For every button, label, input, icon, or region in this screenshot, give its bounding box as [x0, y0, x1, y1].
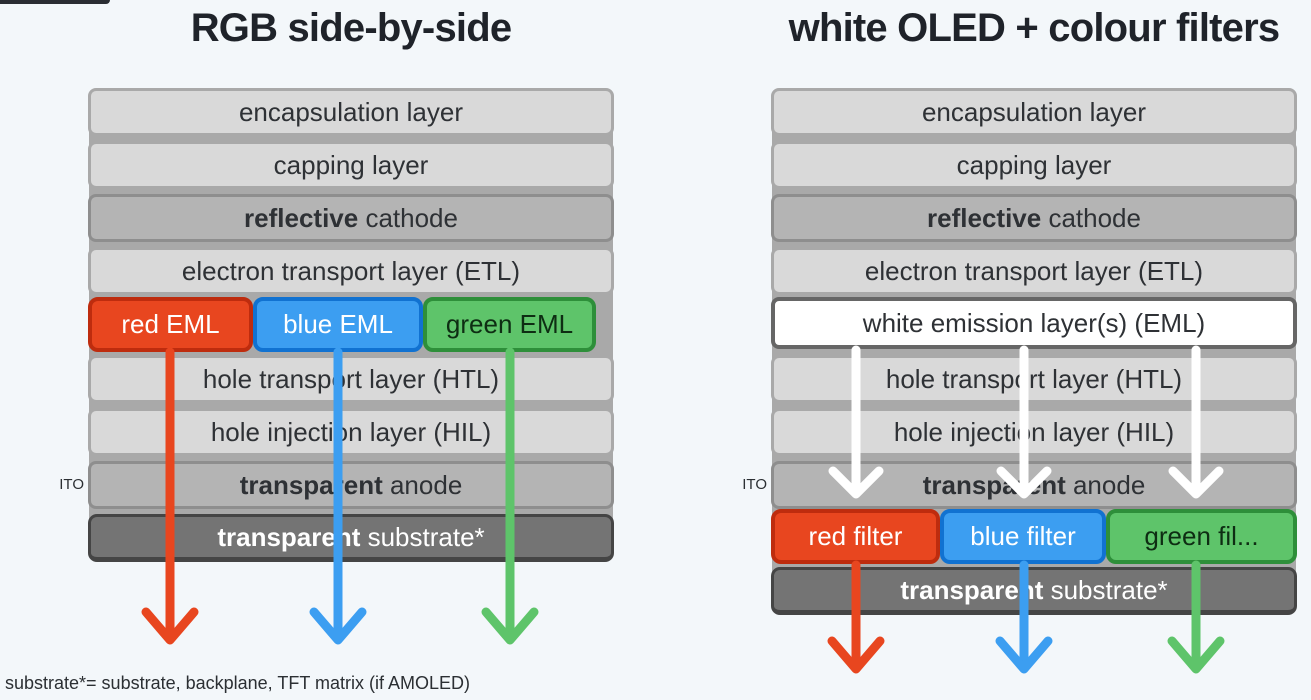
top-left-window-edge [0, 0, 110, 4]
white-oled-layer-stack: encapsulation layer capping layer reflec… [771, 88, 1297, 615]
substrate-footnote: substrate*= substrate, backplane, TFT ma… [5, 673, 471, 693]
green-filter-chip: green fil... [1106, 509, 1297, 564]
layer-hil: hole injection layer (HIL) [771, 408, 1297, 456]
blue-filter-chip: blue filter [940, 509, 1106, 564]
layer-htl: hole transport layer (HTL) [88, 355, 614, 403]
layer-transparent-substrate: transparent substrate* [88, 514, 614, 562]
rgb-layer-stack: encapsulation layer capping layer reflec… [88, 88, 614, 562]
rgb-side-by-side-diagram: RGB side-by-side encapsulation layer cap… [59, 0, 614, 700]
layer-transparent-anode: transparent anode [88, 461, 614, 509]
layer-encapsulation: encapsulation layer [88, 88, 614, 136]
layer-capping: capping layer [88, 141, 614, 189]
layer-reflective-cathode: reflective cathode [88, 194, 614, 242]
layer-white-eml: white emission layer(s) (EML) [771, 297, 1297, 349]
diagram-title-right: white OLED + colour filters [788, 6, 1281, 50]
layer-etl: electron transport layer (ETL) [771, 247, 1297, 295]
blue-eml-chip: blue EML [253, 297, 423, 352]
red-filter-chip: red filter [771, 509, 940, 564]
layer-htl: hole transport layer (HTL) [771, 355, 1297, 403]
red-eml-chip: red EML [88, 297, 253, 352]
layer-transparent-substrate: transparent substrate* [771, 567, 1297, 615]
layer-transparent-anode: transparent anode [771, 461, 1297, 509]
ito-label: ITO [59, 476, 84, 493]
layer-etl: electron transport layer (ETL) [88, 247, 614, 295]
layer-capping: capping layer [771, 141, 1297, 189]
green-eml-chip: green EML [423, 297, 596, 352]
layer-encapsulation: encapsulation layer [771, 88, 1297, 136]
layer-reflective-cathode: reflective cathode [771, 194, 1297, 242]
white-oled-colour-filters-diagram: white OLED + colour filters encapsulatio… [742, 0, 1297, 700]
ito-label: ITO [742, 476, 767, 493]
layer-hil: hole injection layer (HIL) [88, 408, 614, 456]
diagram-title-left: RGB side-by-side [190, 6, 512, 50]
